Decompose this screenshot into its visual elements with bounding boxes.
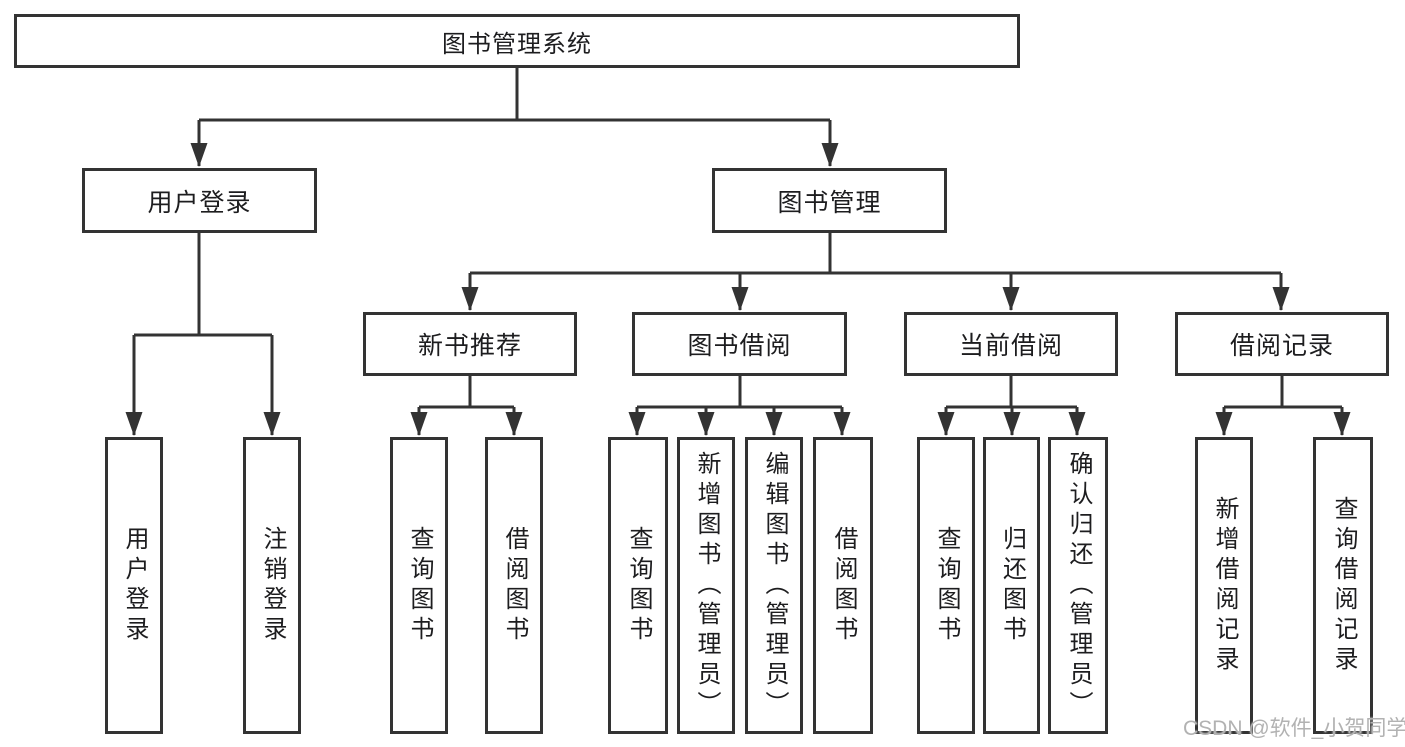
- arrow-down-icon: [461, 287, 479, 311]
- node-book-borrow: 图书借阅: [632, 312, 847, 376]
- csdn-watermark: CSDN @软件_小贺同学: [1183, 717, 1405, 740]
- leaf-query-borrow-record: 查询借阅记录: [1313, 437, 1373, 734]
- arrow-down-icon: [410, 412, 428, 436]
- arrow-down-icon: [937, 412, 955, 436]
- arrow-down-icon: [821, 143, 839, 167]
- arrow-down-icon: [833, 412, 851, 436]
- leaf-query-books-borrow: 查询图书: [608, 437, 668, 734]
- node-user-login: 用户登录: [82, 168, 317, 233]
- branch-book-borrow: [635, 376, 844, 435]
- arrow-down-icon: [697, 412, 715, 436]
- leaf-return-book-label: 归还图书: [998, 525, 1026, 646]
- arrow-down-icon: [765, 412, 783, 436]
- branch-root: [197, 67, 832, 166]
- arrow-down-icon: [628, 412, 646, 436]
- branch-new-book: [417, 376, 516, 435]
- arrow-down-icon: [505, 412, 523, 436]
- leaf-confirm-return-admin: 确认归还（管理员）: [1048, 437, 1108, 734]
- leaf-query-books-recommend: 查询图书: [390, 437, 448, 734]
- arrow-down-icon: [125, 412, 143, 436]
- leaf-user-login: 用户登录: [105, 437, 163, 734]
- arrow-down-icon: [1333, 412, 1351, 436]
- node-new-book-recommend-label: 新书推荐: [417, 332, 522, 360]
- leaf-query-books-current-label: 查询图书: [933, 525, 960, 646]
- leaf-user-login-label: 用户登录: [121, 525, 148, 646]
- arrow-down-icon: [731, 287, 749, 311]
- leaf-add-book-admin: 新增图书（管理员）: [677, 437, 735, 734]
- leaf-logout-label: 注销登录: [259, 525, 286, 646]
- arrow-down-icon: [190, 143, 208, 167]
- node-borrow-records: 借阅记录: [1175, 312, 1389, 376]
- leaf-query-books-current: 查询图书: [917, 437, 975, 734]
- node-root-label: 图书管理系统: [442, 30, 592, 58]
- arrow-down-icon: [1068, 412, 1086, 436]
- leaf-borrow-books-recommend-label: 借阅图书: [501, 525, 528, 646]
- branch-borrow-records: [1222, 376, 1344, 435]
- leaf-borrow-books-recommend: 借阅图书: [485, 437, 543, 734]
- arrow-down-icon: [1215, 412, 1233, 436]
- leaf-edit-book-admin: 编辑图书（管理员）: [745, 437, 803, 734]
- node-new-book-recommend: 新书推荐: [363, 312, 577, 376]
- arrow-down-icon: [263, 412, 281, 436]
- arrow-down-icon: [1272, 287, 1290, 311]
- arrowheads: [125, 143, 1351, 436]
- leaf-return-book: 归还图书: [983, 437, 1040, 734]
- leaf-add-book-admin-label: 新增图书（管理员）: [693, 450, 720, 721]
- branch-book-management: [468, 233, 1283, 310]
- node-book-management-label: 图书管理: [777, 188, 882, 217]
- node-user-login-label: 用户登录: [147, 188, 252, 217]
- arrow-down-icon: [1003, 412, 1021, 436]
- leaf-add-borrow-record-label: 新增借阅记录: [1211, 495, 1238, 676]
- arrow-down-icon: [1002, 287, 1020, 311]
- node-current-borrow-label: 当前借阅: [958, 332, 1063, 360]
- node-book-management: 图书管理: [712, 168, 947, 233]
- node-borrow-records-label: 借阅记录: [1229, 332, 1334, 360]
- branch-user-login: [132, 233, 274, 435]
- leaf-logout: 注销登录: [243, 437, 301, 734]
- leaf-query-books-recommend-label: 查询图书: [406, 525, 433, 646]
- leaf-borrow-books-label: 借阅图书: [830, 525, 857, 646]
- leaf-query-books-borrow-label: 查询图书: [625, 525, 652, 646]
- leaf-add-borrow-record: 新增借阅记录: [1195, 437, 1253, 734]
- leaf-borrow-books: 借阅图书: [813, 437, 873, 734]
- node-current-borrow: 当前借阅: [904, 312, 1118, 376]
- node-root: 图书管理系统: [14, 14, 1020, 68]
- leaf-query-borrow-record-label: 查询借阅记录: [1330, 495, 1357, 676]
- leaf-confirm-return-admin-label: 确认归还（管理员）: [1065, 450, 1092, 721]
- leaf-edit-book-admin-label: 编辑图书（管理员）: [761, 450, 788, 721]
- node-book-borrow-label: 图书借阅: [687, 332, 792, 360]
